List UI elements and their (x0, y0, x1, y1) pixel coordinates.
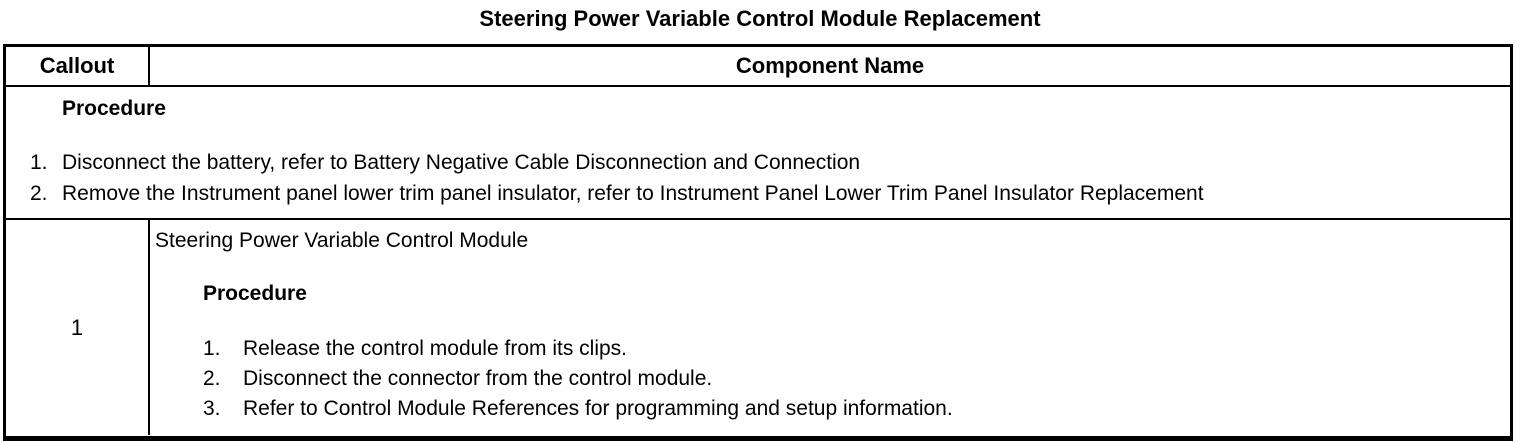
step-text: Remove the Instrument panel lower trim p… (62, 182, 1204, 205)
column-header-callout: Callout (6, 47, 150, 85)
page-title: Steering Power Variable Control Module R… (479, 6, 1041, 31)
table-header-row: Callout Component Name (6, 47, 1510, 87)
callout-number-cell: 1 (6, 220, 150, 435)
component-table: Callout Component Name Procedure 1. Disc… (3, 44, 1513, 441)
component-detail-cell: Steering Power Variable Control Module P… (150, 220, 1510, 435)
preliminary-procedure-row: Procedure 1. Disconnect the battery, ref… (6, 87, 1510, 220)
step-text: Disconnect the battery, refer to Battery… (62, 151, 861, 174)
step-number: 1. (203, 337, 221, 360)
procedure-heading: Procedure (203, 282, 307, 305)
component-name: Steering Power Variable Control Module (155, 229, 529, 252)
step-number: 1. (30, 151, 48, 174)
step-number: 2. (203, 367, 221, 390)
step-text: Release the control module from its clip… (243, 337, 627, 360)
step-text: Disconnect the connector from the contro… (243, 367, 713, 390)
step-number: 3. (203, 397, 221, 420)
component-row: 1 Steering Power Variable Control Module… (6, 220, 1510, 435)
step-text: Refer to Control Module References for p… (243, 397, 953, 420)
procedure-heading: Procedure (62, 97, 166, 120)
column-header-component-name: Component Name (735, 53, 925, 78)
step-number: 2. (30, 182, 48, 205)
